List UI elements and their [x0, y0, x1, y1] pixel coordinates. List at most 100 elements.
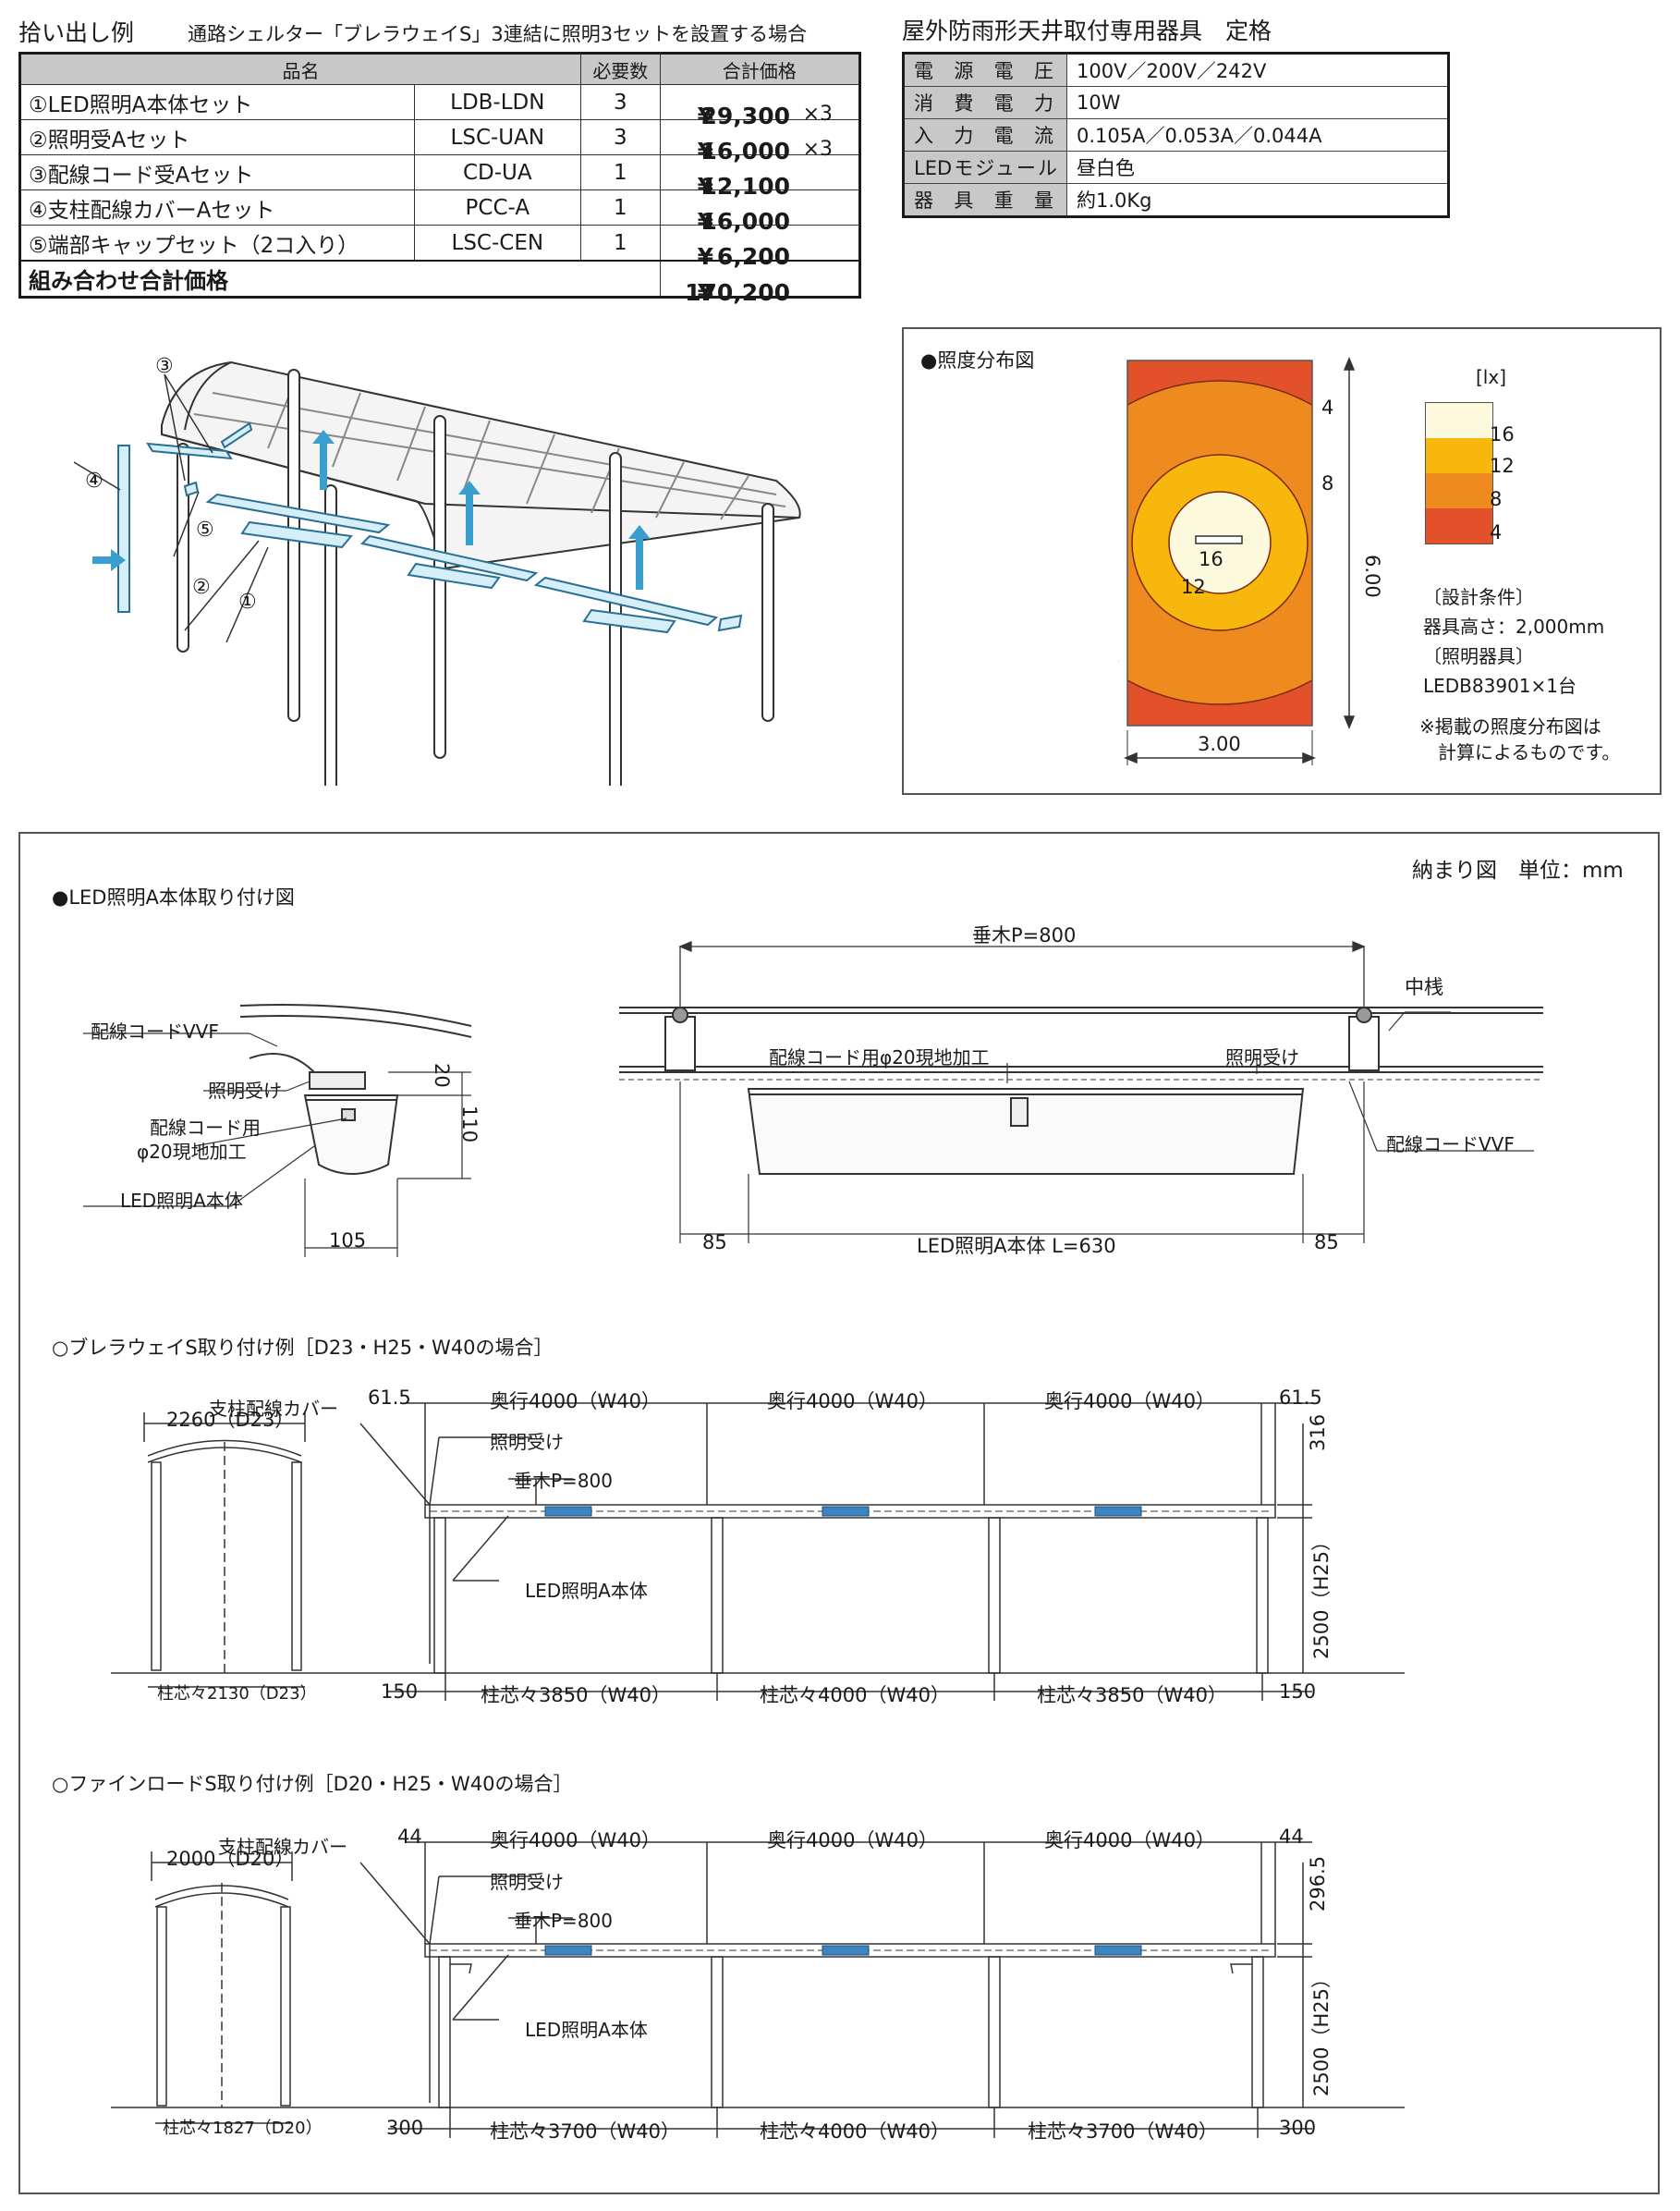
- dim-105: 105: [329, 1229, 367, 1252]
- fine-side-bottom: 柱芯々1827（D20）: [163, 2119, 323, 2138]
- item-qty: 1: [580, 225, 661, 261]
- mount-section-title: ●LED照明A本体取り付け図: [52, 886, 295, 909]
- total-value: 170,200: [685, 278, 790, 306]
- fine-bottom-dim: 柱芯々4000（W40）: [760, 2120, 950, 2143]
- item-code: LSC-UAN: [413, 119, 581, 155]
- spec-key: 器具重量: [903, 183, 1067, 217]
- label-cord-hole-front: 配線コード用φ20現地加工: [769, 1046, 990, 1069]
- note-line: 計算によるものです。: [1438, 741, 1621, 763]
- brella-v-dim: 316: [1307, 1414, 1329, 1451]
- table-row: ②照明受Aセット LSC-UAN 3 ¥16,000×3: [19, 119, 860, 165]
- brella-side-bottom: 柱芯々2130（D23）: [157, 1684, 317, 1704]
- condition-line: LEDB83901×1台: [1423, 675, 1577, 697]
- condition-line: 〔設計条件〕: [1423, 586, 1534, 608]
- item-name: ①LED照明A本体セット: [19, 84, 415, 120]
- contour-label: 8: [1321, 472, 1333, 495]
- item-code: PCC-A: [413, 189, 581, 226]
- label-light-holder: 照明受け: [208, 1080, 282, 1102]
- spec-key: 電源電圧: [903, 53, 1067, 87]
- dim-85-left: 85: [702, 1231, 727, 1253]
- legend-swatch-12: [1426, 438, 1492, 473]
- fine-top-dim: 奥行4000（W40）: [1044, 1829, 1215, 1851]
- spec-value: 0.105A／0.053A／0.044A: [1066, 118, 1449, 152]
- calc-note: ※掲載の照度分布図は 計算によるものです。: [1419, 714, 1620, 765]
- fine-bottom-dim: 柱芯々3700（W40）: [1028, 2120, 1218, 2143]
- height-dim: 6.00: [1361, 555, 1383, 598]
- fine-label-rafter: 垂木P=800: [514, 1910, 613, 1932]
- dim-led-length: LED照明A本体 L=630: [917, 1235, 1116, 1257]
- fine-title: ○ファインロードS取り付け例［D20・H25・W40の場合］: [52, 1773, 573, 1795]
- table-row: ①LED照明A本体セット LDB-LDN 3 ¥29,300×3: [19, 84, 860, 129]
- brella-bottom-dim: 柱芯々3850（W40）: [481, 1684, 671, 1706]
- callout-3: ③: [155, 355, 174, 378]
- col-header-price: 合計価格: [659, 53, 860, 85]
- item-name: ⑤端部キャップセット（2コ入り）: [19, 225, 415, 261]
- legend-swatch-8: [1426, 473, 1492, 508]
- item-price: ¥6,200: [659, 225, 860, 270]
- total-row: 組み合わせ合計価格 ¥170,200: [19, 260, 860, 306]
- legend-value: 4: [1490, 521, 1503, 544]
- brella-top-dim: 奥行4000（W40）: [1044, 1390, 1215, 1412]
- spec-title: 屋外防雨形天井取付専用器具 定格: [902, 18, 1272, 44]
- spec-row: 電源電圧 100V／200V／242V: [903, 53, 1449, 87]
- brella-bottom-dim: 150: [381, 1680, 419, 1703]
- spec-value: 100V／200V／242V: [1077, 60, 1267, 82]
- brella-label-rafter: 垂木P=800: [514, 1470, 613, 1492]
- yen-sign: ¥: [697, 278, 713, 306]
- spec-row: 器具重量約1.0Kg: [903, 183, 1449, 217]
- fine-v-dim: 296.5: [1307, 1856, 1329, 1912]
- rafter-pitch-dim: 垂木P=800: [972, 924, 1077, 947]
- item-qty: 3: [580, 119, 661, 155]
- brella-label-led: LED照明A本体: [525, 1580, 648, 1602]
- spec-key: LEDモジュール: [903, 151, 1067, 184]
- legend-swatch-16: [1426, 403, 1492, 438]
- spec-row: LEDモジュール昼白色: [903, 151, 1449, 184]
- contour-label: 16: [1199, 548, 1223, 570]
- item-price: ¥29,300×3: [659, 84, 860, 129]
- label-vvf-cord: 配線コードVVF: [91, 1020, 219, 1043]
- spec-key: 消費電力: [903, 86, 1067, 119]
- dim-85-right: 85: [1314, 1231, 1339, 1253]
- fine-side-dim: 2000（D20）: [166, 1848, 295, 1870]
- contour-label: 4: [1118, 648, 1119, 670]
- fine-top-dim: 44: [397, 1826, 422, 1848]
- spec-value: 昼白色: [1066, 151, 1449, 184]
- item-name: ②照明受Aセット: [19, 119, 415, 155]
- callout-5: ⑤: [196, 519, 214, 542]
- brella-title: ○ブレラウェイS取り付け例［D23・H25・W40の場合］: [52, 1337, 554, 1359]
- brella-v-dim: 2500（H25）: [1307, 1532, 1334, 1659]
- brella-label-holder: 照明受け: [490, 1431, 564, 1453]
- mount-side-detail: [83, 1003, 472, 1257]
- brella-bottom-dim: 柱芯々4000（W40）: [760, 1684, 950, 1706]
- callout-4: ④: [85, 470, 103, 493]
- legend-value: 8: [1490, 488, 1503, 510]
- illuminance-panel: [902, 327, 1662, 795]
- parts-table: 品名 必要数 合計価格 ①LED照明A本体セット LDB-LDN 3 ¥29,3…: [18, 52, 861, 306]
- design-conditions: 〔設計条件〕 器具高さ：2,000mm 〔照明器具〕 LEDB83901×1台: [1423, 582, 1604, 701]
- width-dim: 3.00: [1198, 733, 1241, 755]
- fine-top-dim: 44: [1279, 1826, 1304, 1848]
- label-cord-hole-2: φ20現地加工: [137, 1141, 247, 1163]
- label-vvf-front: 配線コードVVF: [1386, 1133, 1515, 1155]
- spec-key: 入力電流: [903, 118, 1067, 152]
- mount-front-detail: [619, 941, 1543, 1243]
- item-code: LDB-LDN: [413, 84, 581, 120]
- fine-bottom-dim: 柱芯々3700（W40）: [490, 2120, 680, 2143]
- brella-drawing: [111, 1402, 1405, 1701]
- brella-cover-label: 支柱配線カバー: [209, 1398, 338, 1420]
- illuminance-title: ●照度分布図: [920, 349, 1035, 372]
- legend-value: 16: [1490, 423, 1515, 446]
- item-qty: 3: [580, 84, 661, 120]
- label-led-body: LED照明A本体: [120, 1190, 243, 1212]
- legend: [1425, 402, 1493, 544]
- contour-label: 12: [1181, 576, 1206, 598]
- v-dim-text: 2500（H25）: [1310, 1969, 1333, 2096]
- fine-label-holder: 照明受け: [490, 1871, 564, 1893]
- spec-value: 約1.0Kg: [1066, 183, 1449, 217]
- dim-20: 20: [431, 1063, 453, 1088]
- fine-cover-label: 支柱配線カバー: [218, 1836, 347, 1858]
- shelter-isometric-illustration: ③ ④ ⑤ ② ①: [74, 355, 801, 786]
